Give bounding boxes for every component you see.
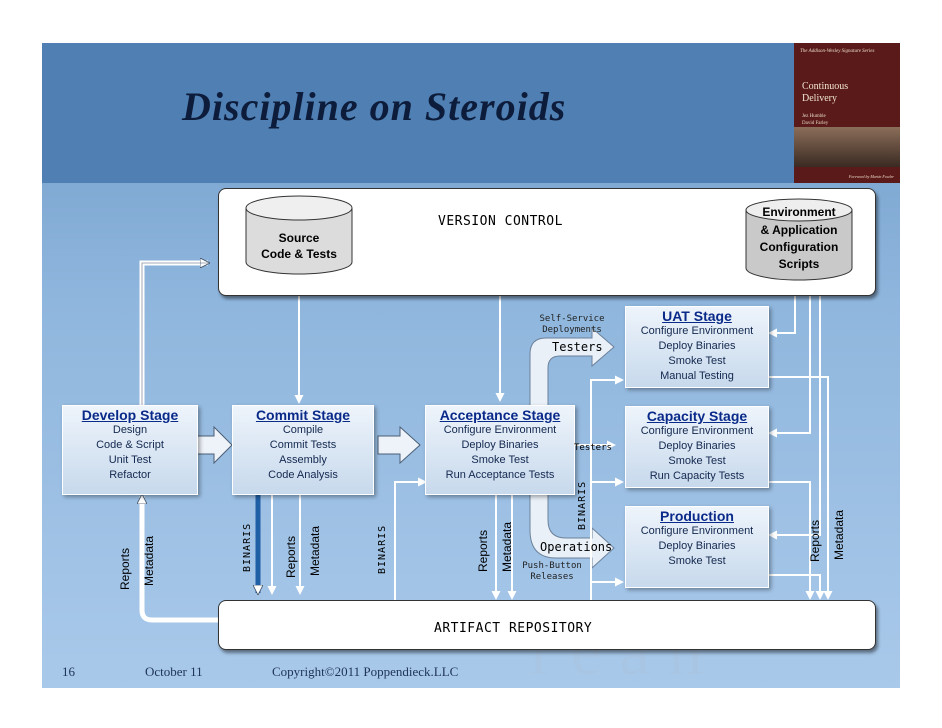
acceptance-stage: Acceptance Stage Configure Environment D… — [425, 405, 575, 495]
env-label-3: Configuration — [759, 240, 839, 254]
arrow-develop-to-commit — [195, 425, 233, 465]
capacity-item: Configure Environment — [640, 425, 754, 437]
footer-date: October 11 — [145, 664, 203, 679]
commit-item: Commit Tests — [269, 439, 337, 451]
stages-reports-label: Reports — [808, 519, 822, 562]
book-cover-image: The Addison-Wesley Signature Series Cont… — [794, 43, 900, 183]
uat-item: Smoke Test — [668, 355, 726, 367]
stages-metadata-label: Metadata — [832, 509, 846, 560]
source-code-repository: Source Code & Tests — [244, 194, 354, 276]
footer-page-number: 16 — [62, 664, 75, 679]
arrow-repo-to-stages — [590, 375, 624, 603]
cylinder-shape-env — [745, 198, 853, 281]
develop-stage: Develop Stage Design Code & Script Unit … — [62, 405, 198, 495]
uat-item: Deploy Binaries — [658, 340, 736, 352]
production-stage: Production Configure Environment Deploy … — [625, 506, 769, 588]
source-label-1: Source — [278, 231, 320, 245]
capacity-stage-title: Capacity Stage — [646, 408, 748, 424]
acceptance-item: Smoke Test — [471, 454, 529, 466]
env-label-2: & Application — [760, 223, 838, 237]
commit-item: Compile — [282, 424, 324, 436]
arrow-repo-to-acceptance — [394, 477, 427, 603]
develop-metadata-label: Metadata — [142, 535, 156, 586]
develop-item: Unit Test — [108, 454, 152, 466]
book-photo — [794, 127, 900, 167]
develop-stage-title: Develop Stage — [81, 407, 179, 423]
production-stage-title: Production — [660, 508, 734, 524]
artifact-repository-label: ARTIFACT REPOSITORY — [434, 621, 593, 636]
acceptance-item: Deploy Binaries — [461, 439, 539, 451]
arrow-commit-to-acceptance — [377, 425, 421, 465]
artifact-repository-bar — [218, 600, 876, 650]
book-authors: Jez Humble David Farley — [802, 113, 828, 127]
book-author1: Jez Humble — [802, 114, 826, 119]
commit-stage-title: Commit Stage — [255, 407, 351, 423]
commit-stage: Commit Stage Compile Commit Tests Assemb… — [232, 405, 374, 495]
cylinder-shape — [245, 195, 353, 275]
arrow-develop-to-vc — [139, 263, 208, 405]
commit-metadata-label: Metadata — [308, 525, 322, 576]
environment-config-scripts: Environment & Application Configuration … — [744, 196, 854, 282]
commit-binaries-label: BINARIS — [242, 522, 253, 572]
book-author2: David Farley — [802, 121, 829, 126]
source-label-2: Code & Tests — [261, 247, 337, 261]
acceptance-item: Run Acceptance Tests — [445, 469, 555, 481]
acceptance-metadata-label: Metadata — [500, 521, 514, 572]
develop-item: Refactor — [109, 469, 151, 481]
title-band — [42, 43, 900, 183]
book-title-line2: Delivery — [802, 93, 837, 104]
footer-copyright: Copyright©2011 Poppendieck.LLC — [272, 664, 459, 679]
commit-reports-label: Reports — [284, 535, 298, 578]
develop-reports-label: Reports — [118, 547, 132, 590]
operations-label: Operations — [540, 540, 613, 554]
version-control-label: VERSION CONTROL — [438, 214, 563, 229]
stages-binaries-label: BINARIS — [577, 480, 588, 530]
self-service-label: Self-Service Deployments — [538, 314, 606, 336]
uat-stage-title: UAT Stage — [662, 308, 732, 324]
env-label-1: Environment — [762, 205, 836, 219]
book-series: The Addison-Wesley Signature Series — [800, 49, 875, 54]
commit-item: Code Analysis — [268, 469, 338, 481]
testers-label: Testers — [552, 340, 603, 354]
production-item: Configure Environment — [640, 525, 754, 537]
production-item: Deploy Binaries — [658, 540, 736, 552]
develop-item: Design — [112, 424, 148, 436]
uat-item: Configure Environment — [640, 325, 754, 337]
testers-small-label: Testers — [574, 443, 612, 453]
arrow-repo-to-develop — [142, 496, 218, 623]
book-foreword: Foreword by Martin Fowler — [848, 174, 894, 179]
push-button-line2: Releases — [530, 572, 574, 582]
env-label-4: Scripts — [778, 257, 820, 271]
capacity-stage: Capacity Stage Configure Environment Dep… — [625, 406, 769, 488]
develop-item: Code & Script — [96, 439, 164, 451]
commit-item: Assembly — [279, 454, 327, 466]
slide-title: Discipline on Steroids — [182, 84, 567, 129]
acceptance-item: Configure Environment — [443, 424, 557, 436]
production-item: Smoke Test — [668, 555, 726, 567]
capacity-item: Deploy Binaries — [658, 440, 736, 452]
push-button-line1: Push-Button — [522, 561, 582, 571]
uat-stage: UAT Stage Configure Environment Deploy B… — [625, 306, 769, 388]
acceptance-binaries-label: BINARIS — [377, 524, 388, 574]
book-title: Continuous Delivery — [802, 81, 896, 105]
capacity-item: Smoke Test — [668, 455, 726, 467]
book-title-line1: Continuous — [802, 81, 849, 92]
acceptance-stage-title: Acceptance Stage — [439, 407, 561, 423]
self-service-line2: Deployments — [542, 325, 602, 335]
self-service-line1: Self-Service — [539, 314, 605, 324]
capacity-item: Run Capacity Tests — [649, 470, 745, 482]
acceptance-reports-label: Reports — [476, 529, 490, 572]
push-button-label: Push-Button Releases — [520, 561, 584, 583]
uat-item: Manual Testing — [660, 370, 734, 382]
